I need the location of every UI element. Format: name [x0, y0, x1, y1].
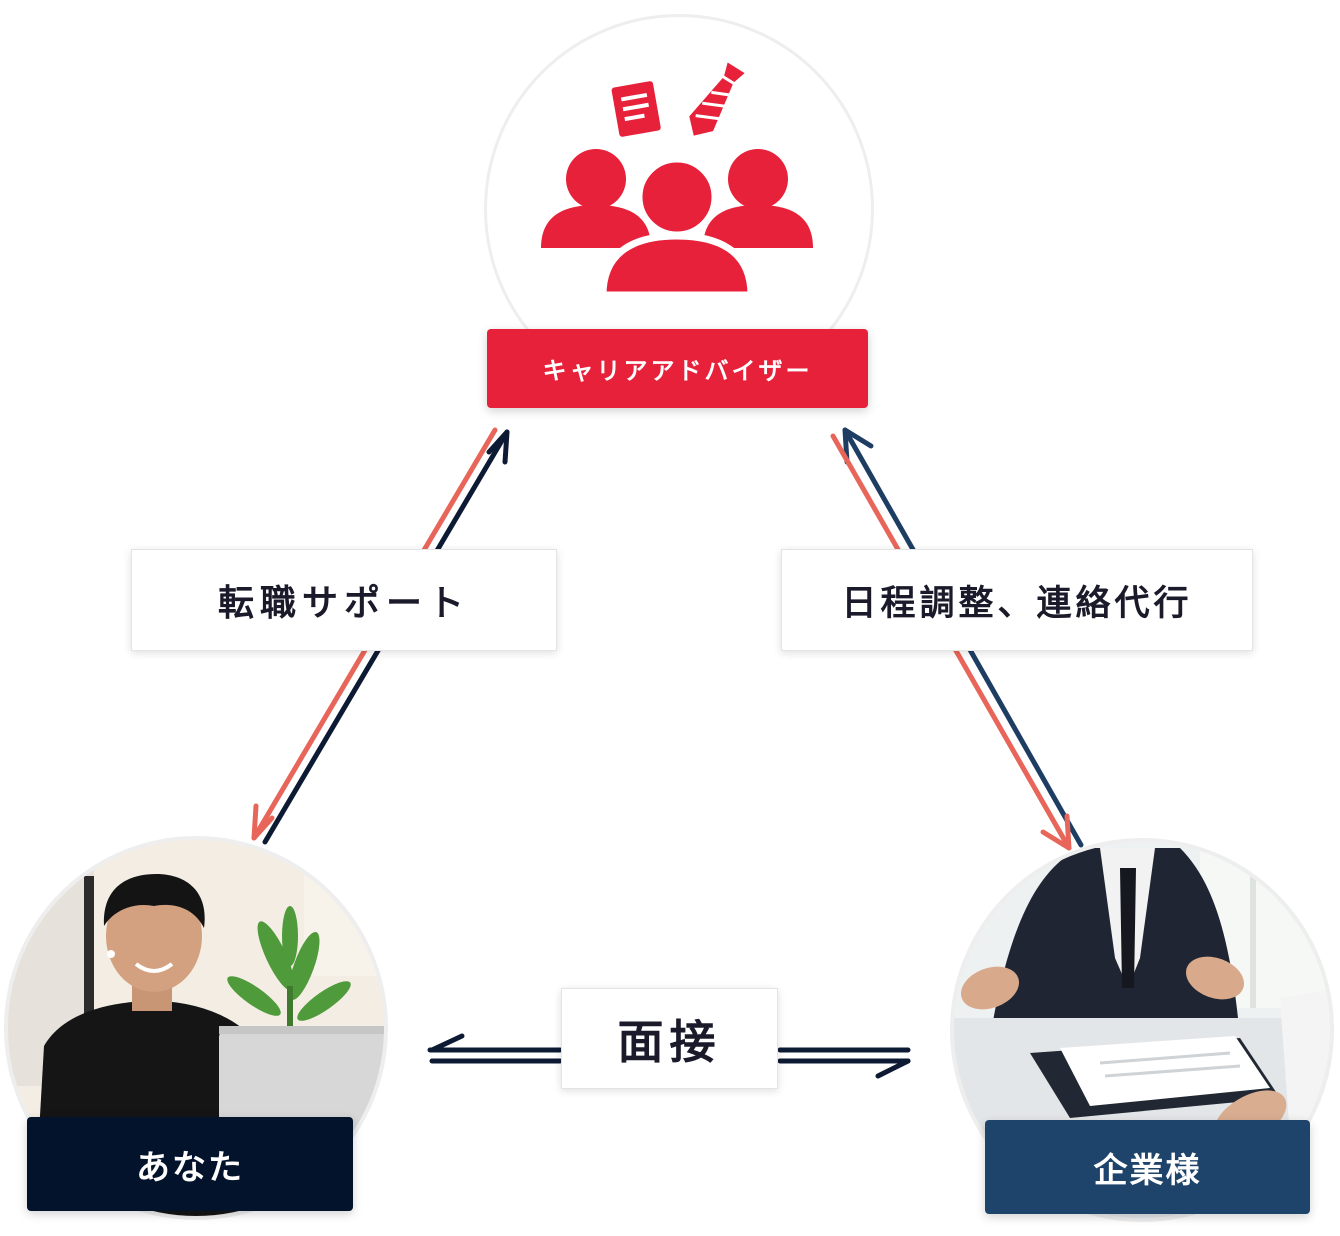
you-label: あなた — [27, 1117, 353, 1211]
group-of-people-icon — [541, 149, 813, 299]
support-label: 転職サポート — [131, 549, 557, 651]
document-icon — [611, 81, 661, 137]
schedule-label: 日程調整、連絡代行 — [781, 549, 1253, 651]
advisor-label: キャリアアドバイザー — [487, 329, 868, 408]
interview-arrow-left — [427, 1033, 563, 1064]
necktie-icon — [689, 62, 745, 136]
interview-arrow-right — [777, 1047, 911, 1079]
company-label: 企業様 — [985, 1120, 1310, 1214]
interview-label: 面接 — [561, 988, 778, 1089]
